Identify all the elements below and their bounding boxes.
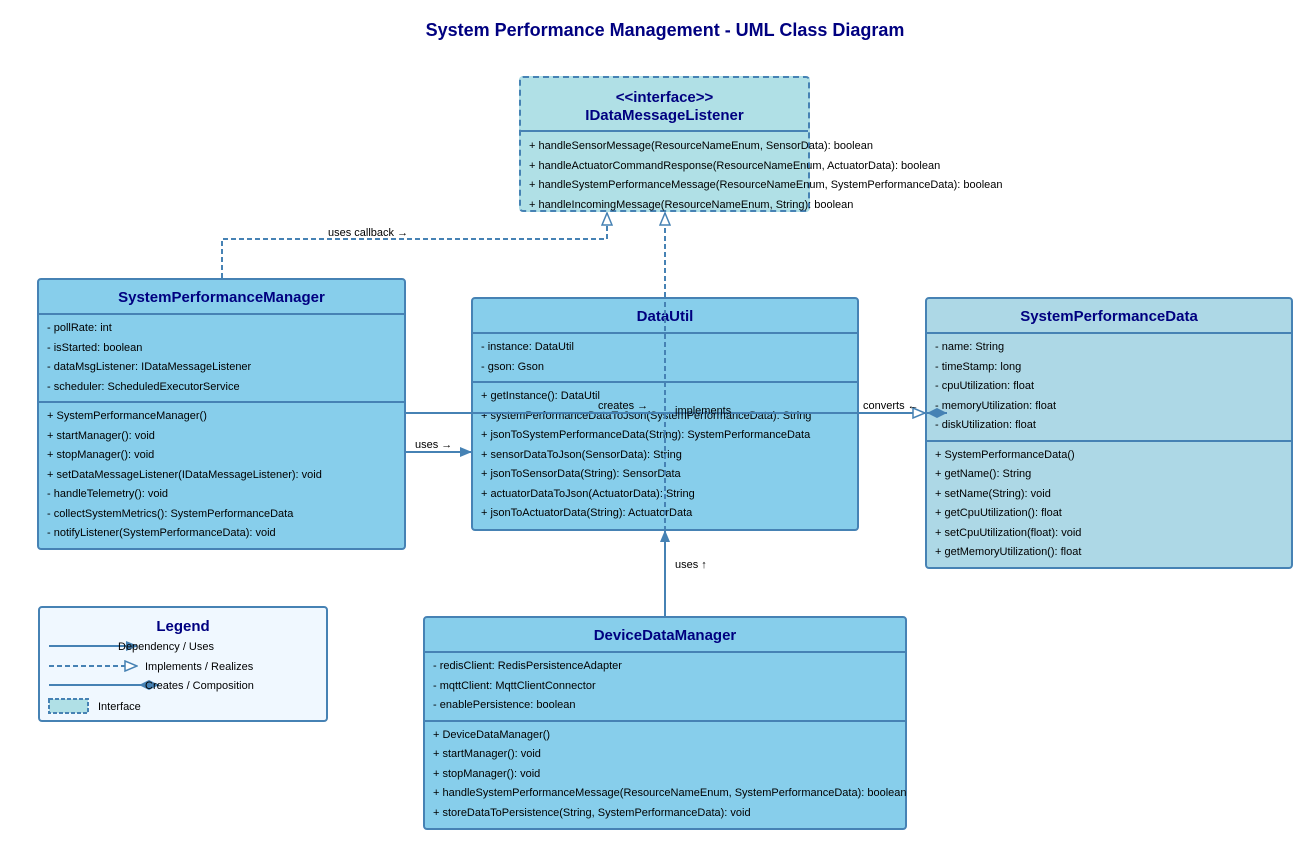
interface-name: IDataMessageListener [585, 107, 744, 124]
label-converts: converts ← [863, 400, 919, 412]
legend-symbols [48, 641, 159, 714]
datautil-attribute: - instance: DataUtil [481, 341, 574, 353]
legend-box: Legend Dependency / Uses Implements / Re… [38, 606, 328, 722]
datautil-method: + jsonToSensorData(String): SensorData [481, 468, 681, 480]
spm-method: + setDataMessageListener(IDataMessageLis… [47, 468, 322, 481]
legend-interface-label: Interface [98, 701, 141, 713]
interface-method: + handleSensorMessage(ResourceNameEnum, … [529, 140, 873, 152]
spm-attribute: - dataMsgListener: IDataMessageListener [47, 361, 252, 373]
spd-method: + getCpuUtilization(): float [935, 507, 1062, 519]
spm-method: + SystemPerformanceManager() [47, 410, 207, 422]
spm-method: - handleTelemetry(): void [47, 488, 169, 500]
ddm-attribute: - mqttClient: MqttClientConnector [433, 679, 596, 692]
ddm-method: + startManager(): void [433, 748, 541, 760]
spm-method: + stopManager(): void [47, 449, 155, 461]
label-creates: creates → [598, 400, 648, 412]
spd-attribute: - name: String [935, 341, 1005, 353]
datautil-class-name: DataUtil [473, 299, 857, 334]
spd-class-box[interactable]: SystemPerformanceData - name: String - t… [925, 297, 1293, 569]
label-uses: uses → [415, 439, 452, 451]
label-uses-up: uses ↑ [675, 559, 707, 571]
diagram-title: System Performance Management - UML Clas… [425, 20, 905, 40]
edge-uses-callback [221, 213, 607, 278]
legend-implements-label: Implements / Realizes [145, 661, 254, 673]
label-implements: implements [675, 405, 732, 417]
spd-attribute: - cpuUtilization: float [935, 380, 1035, 392]
datautil-method: + actuatorDataToJson(ActuatorData): Stri… [481, 487, 695, 500]
datautil-method: + sensorDataToJson(SensorData): String [481, 448, 682, 461]
ddm-method: + handleSystemPerformanceMessage(Resourc… [433, 787, 907, 799]
spm-attribute: - scheduler: ScheduledExecutorService [47, 380, 240, 393]
spd-method: + setCpuUtilization(float): void [935, 526, 1082, 539]
legend-dependency-label: Dependency / Uses [118, 641, 214, 653]
ddm-method: + stopManager(): void [433, 767, 541, 780]
spd-attribute: - diskUtilization: float [935, 419, 1036, 431]
spm-method: - notifyListener(SystemPerformanceData):… [47, 527, 276, 539]
datautil-method: + getInstance(): DataUtil [481, 390, 600, 402]
legend-composition-label: Creates / Composition [145, 680, 254, 692]
spm-class-name: SystemPerformanceManager [39, 280, 404, 315]
spd-method: + setName(String): void [935, 487, 1051, 500]
datautil-attribute: - gson: Gson [481, 360, 544, 373]
interface-method: + handleIncomingMessage(ResourceNameEnum… [529, 198, 854, 211]
ddm-class-box[interactable]: DeviceDataManager - redisClient: RedisPe… [423, 616, 907, 830]
spm-class-box[interactable]: SystemPerformanceManager - pollRate: int… [37, 278, 406, 550]
ddm-method: + storeDataToPersistence(String, SystemP… [433, 806, 751, 819]
ddm-attribute: - enablePersistence: boolean [433, 699, 576, 711]
datautil-method: + jsonToSystemPerformanceData(String): S… [481, 429, 811, 441]
spd-method: + SystemPerformanceData() [935, 448, 1075, 461]
legend-title: Legend [156, 618, 210, 635]
ddm-attribute: - redisClient: RedisPersistenceAdapter [433, 660, 622, 672]
legend-interface-swatch [48, 698, 89, 714]
interface-stereotype: <<interface>> [615, 89, 714, 106]
ddm-class-name: DeviceDataManager [425, 618, 905, 653]
spd-method: + getMemoryUtilization(): float [935, 546, 1082, 558]
spm-method: - collectSystemMetrics(): SystemPerforma… [47, 507, 294, 520]
datautil-method: + jsonToActuatorData(String): ActuatorDa… [481, 507, 693, 519]
spm-method: + startManager(): void [47, 429, 155, 442]
spd-class-name: SystemPerformanceData [927, 299, 1291, 334]
ddm-method: + DeviceDataManager() [433, 728, 551, 741]
spd-attribute: - memoryUtilization: float [935, 399, 1057, 412]
label-uses-callback: uses callback → [328, 227, 408, 239]
spm-attribute: - isStarted: boolean [47, 341, 143, 354]
spd-method: + getName(): String [935, 468, 1032, 480]
spd-attribute: - timeStamp: long [935, 360, 1022, 373]
spm-attribute: - pollRate: int [47, 322, 112, 334]
